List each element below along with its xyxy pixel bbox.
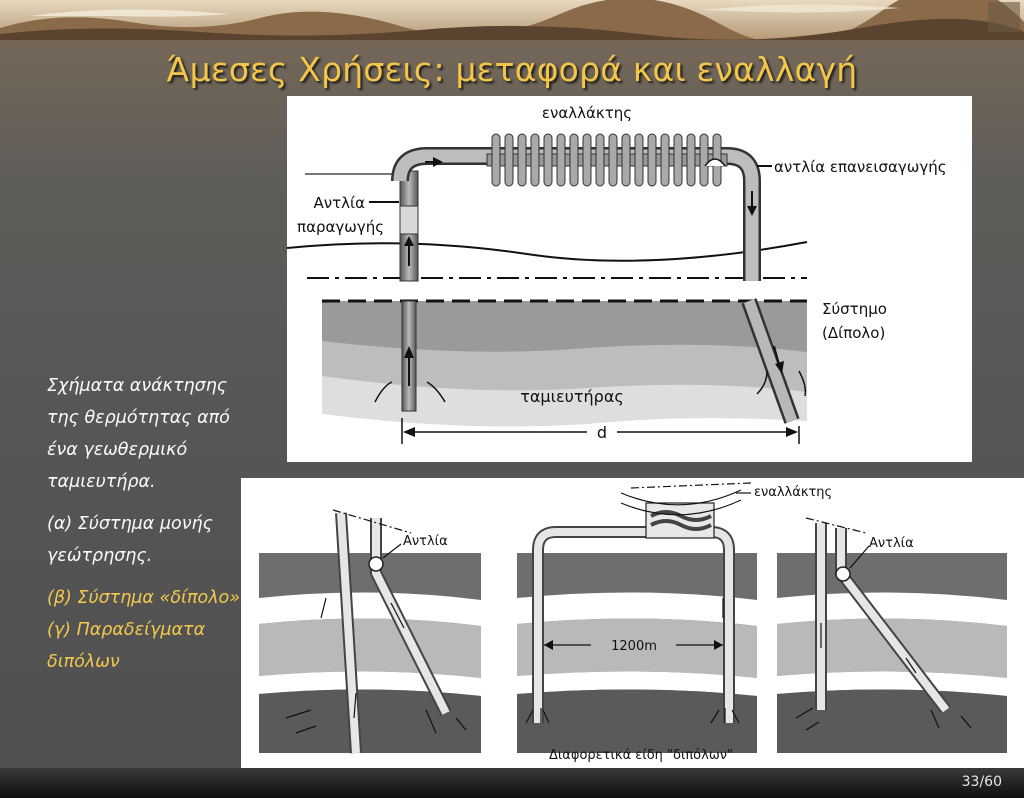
label-system-line2: (Δίπολο) (822, 324, 885, 342)
label-dipole-types: Διαφορετικά είδη "διπόλων" (549, 748, 733, 763)
caption-item-c: (γ) Παραδείγματα διπόλων (47, 620, 206, 672)
dipole-panel-right: Αντλία (777, 517, 1007, 753)
label-pump-left: Αντλία (403, 534, 448, 549)
slide-footer: 33/60 (0, 768, 1024, 798)
label-system-line1: Σύστημο (822, 300, 887, 318)
page-number: 33/60 (961, 774, 1002, 790)
exchanger-fin (556, 133, 566, 187)
header-banner (0, 0, 1024, 40)
exchanger-fin (686, 133, 696, 187)
dipole-panel-left: Αντλία (259, 509, 481, 754)
label-exchanger: εναλλάκτης (542, 104, 632, 122)
exchanger-fin (530, 133, 540, 187)
exchanger-fin (673, 133, 683, 187)
dipole-panel-middle: εναλλάκτης 1200m (517, 482, 832, 753)
exchanger-fin (543, 133, 553, 187)
label-pump-right: Αντλία (869, 536, 914, 551)
label-distance-d: d (597, 423, 607, 442)
exchanger-fin (660, 133, 670, 187)
exchanger-fin (491, 133, 501, 187)
caption-item-a: (α) Σύστημα μονής γεώτρησης. (47, 514, 213, 566)
label-distance-1200m: 1200m (611, 639, 657, 654)
exchanger-fin (647, 133, 657, 187)
label-reservoir: ταμιευτήρας (520, 387, 624, 406)
exchanger-fin (595, 133, 605, 187)
figure-caption: Σχήματα ανάκτησης της θερμότητας από ένα… (47, 370, 257, 688)
caption-intro: Σχήματα ανάκτησης της θερμότητας από ένα… (47, 376, 230, 492)
exchanger-fin (634, 133, 644, 187)
exchanger-fin (504, 133, 514, 187)
exchanger-coils (491, 133, 722, 187)
dipole-system-figure: εναλλάκτης αντλία επανεισαγωγής Αντλία π… (287, 96, 972, 462)
dipole-types-figure: Αντλία εναλλάκτης 1200m (241, 478, 1024, 768)
label-exchanger-bottom: εναλλάκτης (754, 485, 832, 500)
exchanger-fin (517, 133, 527, 187)
exchanger-fin (569, 133, 579, 187)
exchanger-fin (699, 133, 709, 187)
slide-title: Άμεσες Χρήσεις: μεταφορά και εναλλαγή (166, 50, 858, 89)
label-production-pump-line2: παραγωγής (297, 218, 384, 236)
exchanger-fin (621, 133, 631, 187)
label-production-pump-line1: Αντλία (313, 194, 365, 212)
exchanger-fin (608, 133, 618, 187)
caption-item-b: (β) Σύστημα «δίπολο» (47, 588, 241, 608)
label-reinjection-pump: αντλία επανεισαγωγής (774, 158, 947, 176)
exchanger-fin (582, 133, 592, 187)
